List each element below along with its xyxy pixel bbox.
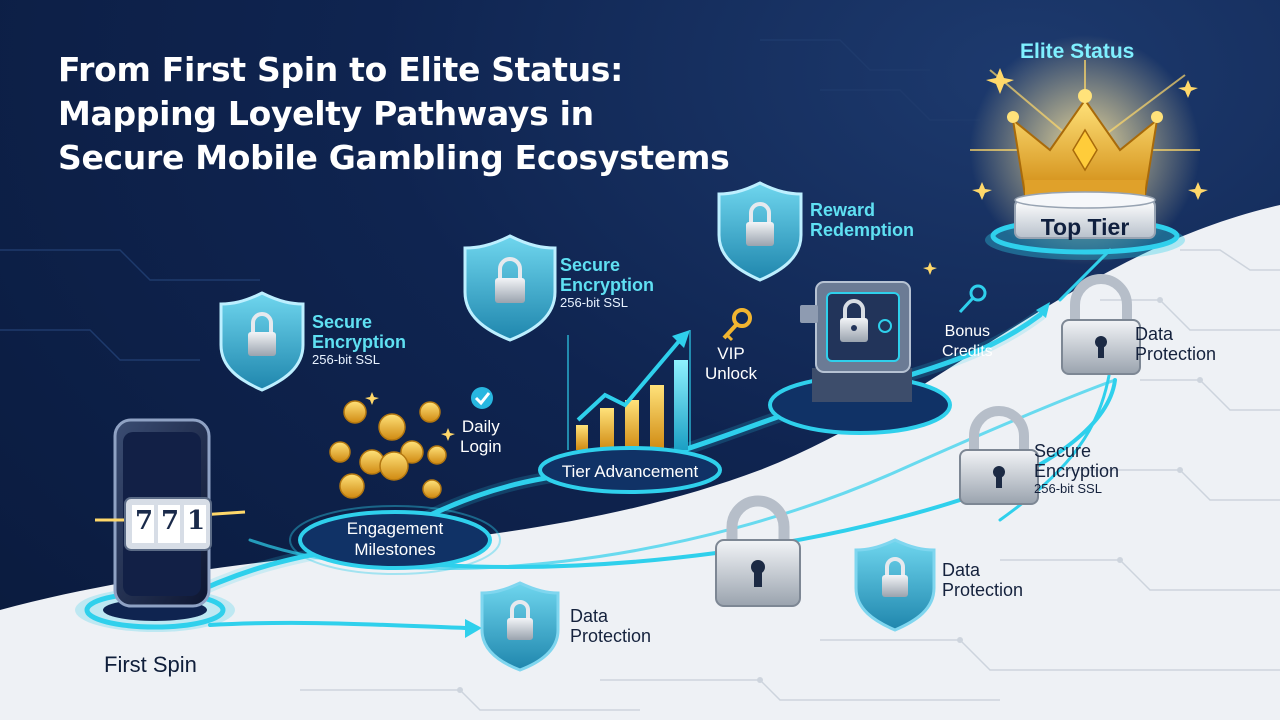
secure-a-line-1: Secure bbox=[312, 312, 373, 332]
padlock-icon bbox=[715, 495, 801, 607]
light-ground bbox=[0, 205, 1280, 720]
dark-circuit bbox=[0, 39, 980, 361]
page-title: From First Spin to Elite Status: Mapping… bbox=[58, 48, 818, 180]
key-icon bbox=[722, 308, 752, 342]
sparkles bbox=[365, 68, 1208, 441]
bonus-credits-label: Bonus Credits bbox=[942, 322, 993, 362]
shield-icon bbox=[219, 291, 305, 392]
daily-login-label: Daily Login bbox=[460, 417, 502, 457]
secure-b-line-1: Secure bbox=[560, 255, 621, 275]
reward-redemption-label: Reward Redemption bbox=[810, 200, 914, 240]
engagement-milestones-label: Engagement Milestones bbox=[315, 518, 475, 560]
secure-a-sub: 256-bit SSL bbox=[312, 352, 380, 367]
reward-line-1: Reward bbox=[810, 200, 876, 220]
reward-vault bbox=[768, 281, 952, 435]
shield-icon bbox=[480, 581, 560, 672]
dp-bottom-line-2: Protection bbox=[570, 626, 652, 646]
check-icon bbox=[471, 387, 493, 409]
title-line-1: From First Spin to Elite Status: bbox=[58, 50, 624, 89]
engagement-line-2: Milestones bbox=[354, 540, 436, 559]
reward-line-2: Redemption bbox=[810, 220, 915, 240]
elite-crown bbox=[970, 35, 1200, 265]
title-line-3: Secure Mobile Gambling Ecosystems bbox=[58, 138, 730, 177]
dp-bottom-line-1: Data bbox=[570, 606, 609, 626]
engagement-line-1: Engagement bbox=[346, 519, 444, 538]
vip-unlock-label: VIP Unlock bbox=[705, 344, 757, 384]
secure-b-sub: 256-bit SSL bbox=[560, 295, 628, 310]
dp-top-line-1: Data bbox=[1135, 324, 1174, 344]
first-spin-phone bbox=[75, 418, 246, 632]
secure-encryption-label-a: Secure Encryption 256-bit SSL bbox=[312, 312, 406, 368]
dp-mid-line-2: Protection bbox=[942, 580, 1024, 600]
arrow-head bbox=[1036, 302, 1050, 318]
arrow-head bbox=[465, 619, 482, 638]
first-spin-label: First Spin bbox=[104, 652, 197, 677]
tier-advancement-label: Tier Advancement bbox=[561, 462, 699, 481]
slot-reel-3: 1 bbox=[186, 506, 206, 536]
engagement-pill bbox=[289, 505, 501, 575]
shield-icon bbox=[854, 538, 936, 632]
secure-c-sub: 256-bit SSL bbox=[1034, 481, 1102, 496]
secure-encryption-label-c: Secure Encryption 256-bit SSL bbox=[1034, 441, 1119, 497]
data-protection-label-bottom: Data Protection bbox=[570, 606, 651, 646]
secure-c-line-1: Secure bbox=[1034, 441, 1092, 461]
shield-icon bbox=[717, 181, 803, 282]
dp-top-line-2: Protection bbox=[1135, 344, 1217, 364]
vip-line-1: VIP bbox=[717, 344, 745, 363]
elite-status-label: Elite Status bbox=[1020, 40, 1135, 63]
shield-icon bbox=[463, 234, 557, 342]
secure-encryption-label-b: Secure Encryption 256-bit SSL bbox=[560, 255, 654, 311]
daily-line-2: Login bbox=[460, 437, 502, 456]
bonus-line-2: Credits bbox=[942, 343, 993, 360]
data-protection-label-mid: Data Protection bbox=[942, 560, 1023, 600]
title-line-2: Mapping Loyelty Pathways in bbox=[58, 94, 594, 133]
dp-mid-line-1: Data bbox=[942, 560, 981, 580]
gold-coins bbox=[329, 400, 447, 499]
daily-line-1: Daily bbox=[461, 417, 500, 436]
slot-reel-1: 7 bbox=[134, 506, 154, 536]
padlock-icon bbox=[959, 406, 1039, 505]
bonus-key-icon bbox=[958, 284, 987, 314]
secure-a-line-2: Encryption bbox=[312, 332, 407, 352]
secure-b-line-2: Encryption bbox=[560, 275, 655, 295]
slot-reel-2: 7 bbox=[160, 506, 180, 536]
padlock-icon bbox=[1061, 274, 1141, 375]
data-protection-label-top: Data Protection bbox=[1135, 324, 1216, 364]
bonus-line-1: Bonus bbox=[944, 323, 991, 340]
top-tier-label: Top Tier bbox=[1040, 214, 1130, 240]
tier-bar-chart bbox=[538, 330, 722, 494]
secure-c-line-2: Encryption bbox=[1034, 461, 1120, 481]
vip-line-2: Unlock bbox=[705, 364, 757, 383]
